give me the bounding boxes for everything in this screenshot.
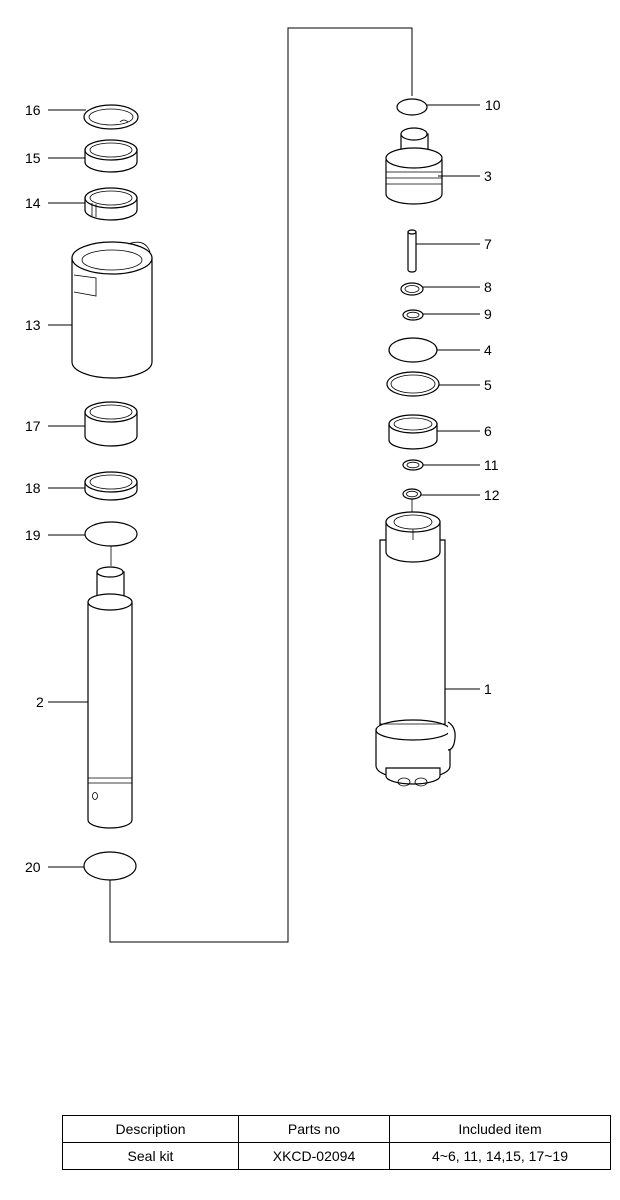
callout-9: 9: [484, 306, 492, 322]
callout-13: 13: [25, 317, 41, 333]
callout-16: 16: [25, 102, 41, 118]
part-20-o-ring: [83, 851, 137, 881]
callout-19: 19: [25, 527, 41, 543]
part-16-snap-ring: [83, 104, 139, 130]
part-13-housing: [71, 241, 153, 379]
part-19-o-ring: [84, 521, 138, 547]
header-included-item: Included item: [389, 1115, 611, 1143]
callout-18: 18: [25, 480, 41, 496]
table-row: Seal kit XKCD-02094 4~6, 11, 14,15, 17~1…: [62, 1142, 611, 1170]
callout-8: 8: [484, 279, 492, 295]
leader-lines: [48, 104, 480, 868]
callout-17: 17: [25, 418, 41, 434]
seal-kit-table: Description Parts no Included item Seal …: [62, 1115, 611, 1170]
part-5-ring: [386, 371, 440, 397]
part-7-pin: [407, 229, 417, 273]
callout-5: 5: [484, 377, 492, 393]
part-14-split-ring: [84, 187, 138, 221]
cell-included-item: 4~6, 11, 14,15, 17~19: [389, 1142, 611, 1170]
callout-10: 10: [485, 97, 501, 113]
header-parts-no: Parts no: [238, 1115, 390, 1143]
part-6-bushing: [388, 414, 438, 450]
part-12-ring: [402, 488, 422, 500]
callout-12: 12: [484, 487, 500, 503]
part-3-piston: [385, 127, 443, 205]
part-10-o-ring: [396, 98, 428, 116]
part-2-rod: [87, 566, 133, 829]
part-15-ring: [84, 139, 138, 173]
part-17-bushing: [84, 401, 138, 447]
callout-20: 20: [25, 859, 41, 875]
callout-2: 2: [36, 694, 44, 710]
part-1-cylinder-body: [375, 511, 456, 787]
part-4-o-ring: [388, 337, 438, 363]
part-8-ring: [400, 282, 424, 296]
cell-parts-no: XKCD-02094: [238, 1142, 390, 1170]
callout-6: 6: [484, 423, 492, 439]
callout-15: 15: [25, 150, 41, 166]
callout-4: 4: [484, 342, 492, 358]
cell-description: Seal kit: [62, 1142, 239, 1170]
callout-1: 1: [484, 681, 492, 697]
callout-7: 7: [484, 236, 492, 252]
part-9-ring: [402, 309, 424, 321]
callout-3: 3: [484, 168, 492, 184]
callout-14: 14: [25, 195, 41, 211]
callout-11: 11: [484, 457, 499, 473]
header-description: Description: [62, 1115, 239, 1143]
part-18-seal: [84, 471, 138, 501]
assembly-connector-line: [109, 27, 413, 943]
part-11-ring: [402, 459, 424, 471]
table-header-row: Description Parts no Included item: [62, 1115, 611, 1143]
